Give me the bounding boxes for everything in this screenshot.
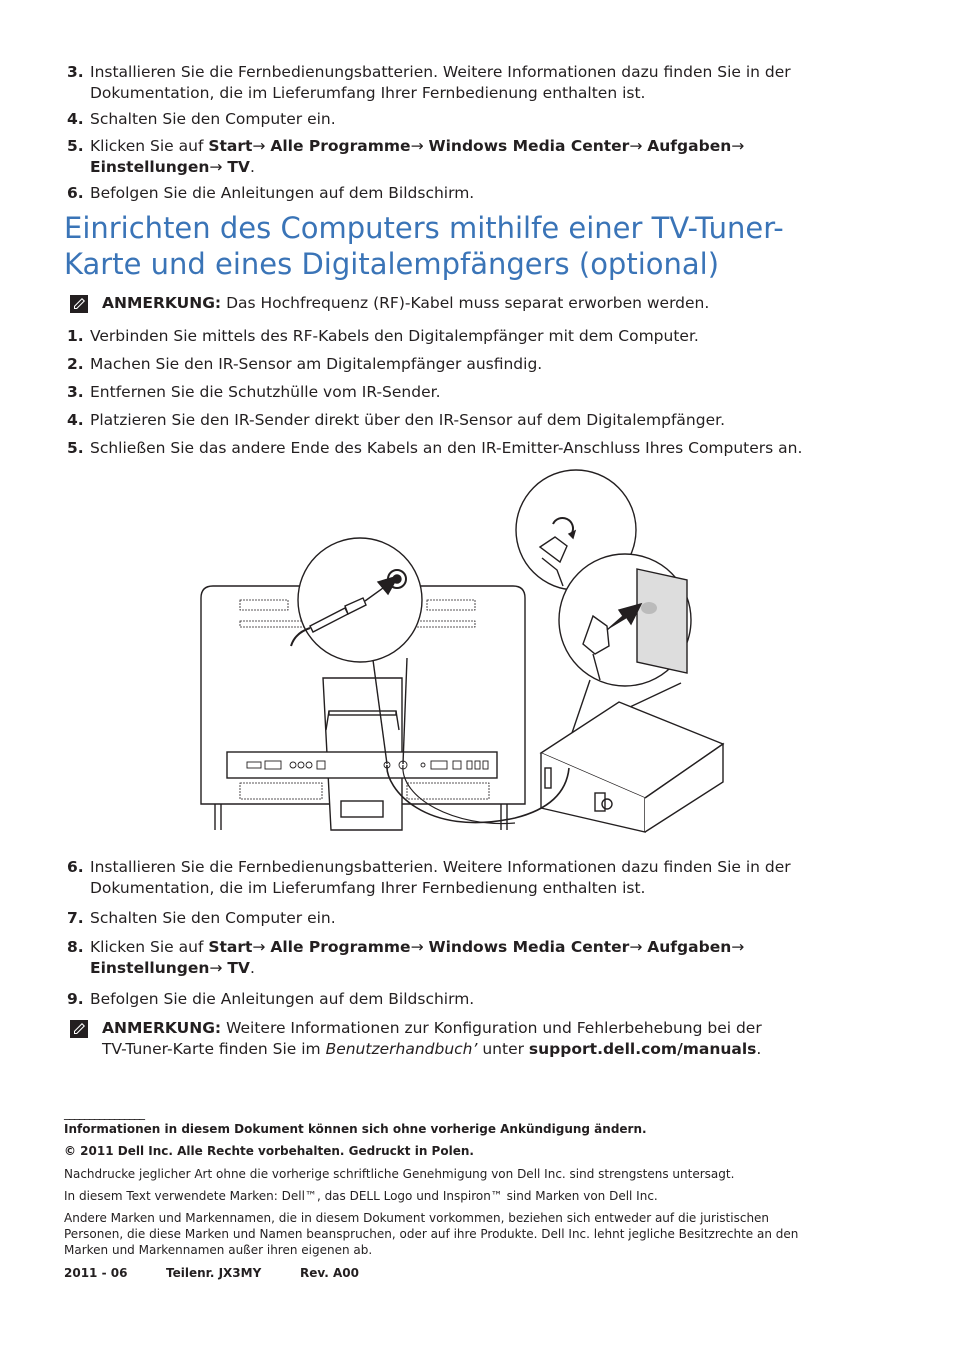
step-text: Schalten Sie den Computer ein. [90,909,336,927]
step-text: Befolgen Sie die Anleitungen auf dem Bil… [90,990,475,1008]
step-text: Installieren Sie die Fernbedienungsbatte… [90,63,791,81]
footer-trademarks: In diesem Text verwendete Marken: Dell™,… [64,1189,658,1203]
footer-other-trademarks: Andere Marken und Markennamen, die in di… [64,1211,799,1257]
step-number: 7. [67,909,84,927]
pencil-note-icon [70,1020,88,1038]
pencil-note-icon [70,295,88,313]
step-text: Platzieren Sie den IR-Sender direkt über… [90,411,726,429]
step-text: Installieren Sie die Fernbedienungsbatte… [90,858,791,876]
step-text: Befolgen Sie die Anleitungen auf dem Bil… [90,184,475,202]
support-link[interactable]: support.dell.com/manuals [528,1040,757,1058]
section-heading: Einrichten des Computers mithilfe einer … [64,211,784,281]
step-text: Machen Sie den IR-Sensor am Digitalempfä… [90,355,543,373]
step-text-cont: Dokumentation, die im Lieferumfang Ihrer… [90,84,646,102]
step-number: 6. [67,184,84,202]
step-text: Schalten Sie den Computer ein. [90,110,336,128]
footer-copyright: © 2011 Dell Inc. Alle Rechte vorbehalten… [64,1144,474,1158]
note-label: ANMERKUNG: [102,1019,222,1037]
step-text-cont: Dokumentation, die im Lieferumfang Ihrer… [90,879,646,897]
step-number: 3. [67,383,84,401]
footer-rule: ________________ [64,1106,145,1120]
footer-disclaimer: Informationen in diesem Dokument können … [64,1122,647,1136]
footer-reprint: Nachdrucke jeglicher Art ohne die vorher… [64,1167,735,1181]
footer-revision: Rev. A00 [300,1266,359,1280]
step-number: 5. [67,439,84,457]
step-number: 5. [67,137,84,155]
step-text: Entfernen Sie die Schutzhülle vom IR-Sen… [90,383,441,401]
manual-title: Benutzerhandbuch’ [325,1040,478,1058]
step-text: Schließen Sie das andere Ende des Kabels… [90,439,803,457]
note-label: ANMERKUNG: [102,294,222,312]
step-number: 9. [67,990,84,1008]
step-number: 4. [67,411,84,429]
menu-path: Klicken Sie auf Start→ Alle Programme→ W… [90,938,745,977]
connection-illustration [200,469,725,833]
note-text: Das Hochfrequenz (RF)-Kabel muss separat… [221,294,710,312]
step-number: 4. [67,110,84,128]
menu-path: Klicken Sie auf Start→ Alle Programme→ W… [90,137,745,176]
step-number: 3. [67,63,84,81]
step-text: Verbinden Sie mittels des RF-Kabels den … [90,327,699,345]
step-number: 1. [67,327,84,345]
footer-meta: 2011 - 06 Teilenr. JX3MY Rev. A00 [64,1266,359,1280]
step-number: 6. [67,858,84,876]
footer-part-number: Teilenr. JX3MY [166,1266,262,1280]
step-number: 8. [67,938,84,956]
footer-date: 2011 - 06 [64,1266,128,1280]
step-number: 2. [67,355,84,373]
